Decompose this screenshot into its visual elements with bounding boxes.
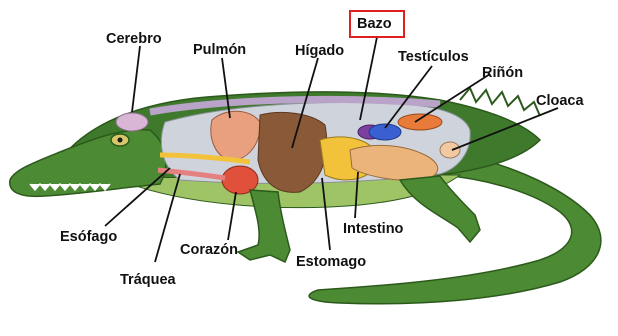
back-leg (400, 176, 480, 242)
label-bazo: Bazo (357, 17, 392, 32)
label-testiculos: Testículos (398, 50, 469, 65)
label-traquea: Tráquea (120, 273, 176, 288)
cloaca-organ (440, 142, 460, 158)
label-intestino: Intestino (343, 222, 403, 237)
label-rinon: Riñón (482, 66, 523, 81)
label-estomago: Estomago (296, 255, 366, 270)
label-esofago: Esófago (60, 230, 117, 245)
testes-organ (369, 124, 401, 140)
label-pulmon: Pulmón (193, 43, 246, 58)
label-corazon: Corazón (180, 243, 238, 258)
label-cloaca: Cloaca (536, 94, 584, 109)
kidney-organ (398, 114, 442, 130)
brain-organ (116, 113, 148, 131)
label-cerebro: Cerebro (106, 32, 162, 47)
label-higado: Hígado (295, 44, 344, 59)
